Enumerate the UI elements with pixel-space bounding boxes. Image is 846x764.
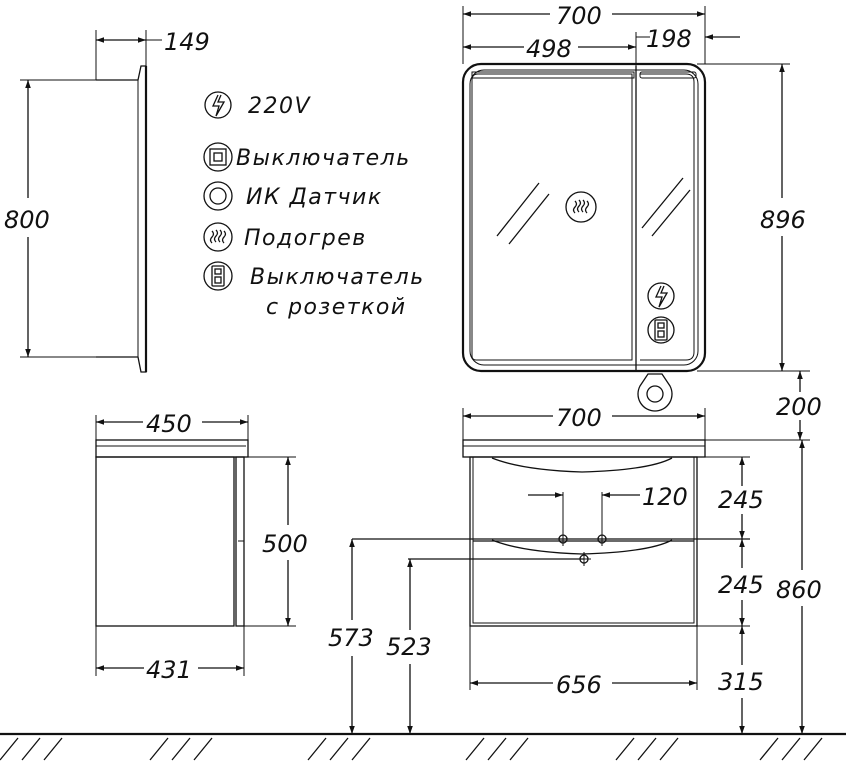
mirror-socket-icon: [647, 316, 675, 344]
dim-total-height: 860: [776, 576, 822, 604]
dim-vanity-top-depth: 450: [146, 410, 192, 438]
mirror-heater-icon: [565, 191, 597, 223]
dim-pipe-high: 573: [328, 624, 374, 652]
dim-mount-gap: 200: [776, 393, 822, 421]
dim-vanity-body-width: 656: [556, 671, 602, 699]
dim-cabinet-width: 700: [556, 2, 602, 30]
dim-left-door: 498: [526, 35, 572, 63]
vanity-side-view: 450 500 431: [95, 410, 308, 684]
mirror-ir-sensor-icon: [637, 373, 673, 412]
socket-switch-icon: [203, 261, 233, 291]
cabinet-side-view: 149 800: [4, 28, 210, 373]
legend-power: 220V: [204, 91, 311, 119]
legend-heating: Подогрев: [203, 222, 367, 252]
dim-vanity-body-height: 500: [262, 530, 308, 558]
ring-sensor-icon: [203, 181, 233, 211]
dim-vanity-body-depth: 431: [146, 656, 192, 684]
dim-middle-offset: 245: [718, 571, 764, 599]
dim-vanity-width: 700: [556, 404, 602, 432]
floor-line: [0, 732, 846, 761]
mirror-lightning-icon: [647, 282, 675, 310]
wave-heater-icon: [203, 222, 233, 252]
lightning-icon: [204, 91, 232, 119]
dim-cabinet-depth: 149: [164, 28, 210, 56]
legend-ir-sensor-label: ИК Датчик: [246, 185, 383, 210]
legend-switch: Выключатель: [203, 142, 411, 172]
legend-heating-label: Подогрев: [244, 226, 367, 251]
dim-cabinet-height: 896: [760, 206, 806, 234]
legend-power-label: 220V: [248, 94, 311, 119]
dim-cabinet-side-height: 800: [4, 206, 50, 234]
square-switch-icon: [203, 142, 233, 172]
legend-switch-socket: Выключатель с розеткой: [203, 261, 425, 320]
vanity-front-view: 700 120 245 245 315 860 573 523: [328, 404, 822, 734]
dim-faucet-spacing: 120: [642, 483, 688, 511]
dim-floor-clearance: 315: [718, 668, 764, 696]
legend-switch-socket-label-1: Выключатель: [250, 265, 425, 290]
legend-switch-socket-label-2: с розеткой: [266, 295, 407, 320]
dim-right-door: 198: [646, 25, 692, 53]
cabinet-front-view: 700 498 198 896 200: [461, 2, 822, 440]
legend: 220V Выключатель ИК Датчик Подогрев: [203, 91, 425, 320]
legend-ir-sensor: ИК Датчик: [203, 181, 383, 211]
dim-upper-offset: 245: [718, 486, 764, 514]
dim-pipe-low: 523: [386, 633, 432, 661]
legend-switch-label: Выключатель: [236, 146, 411, 171]
